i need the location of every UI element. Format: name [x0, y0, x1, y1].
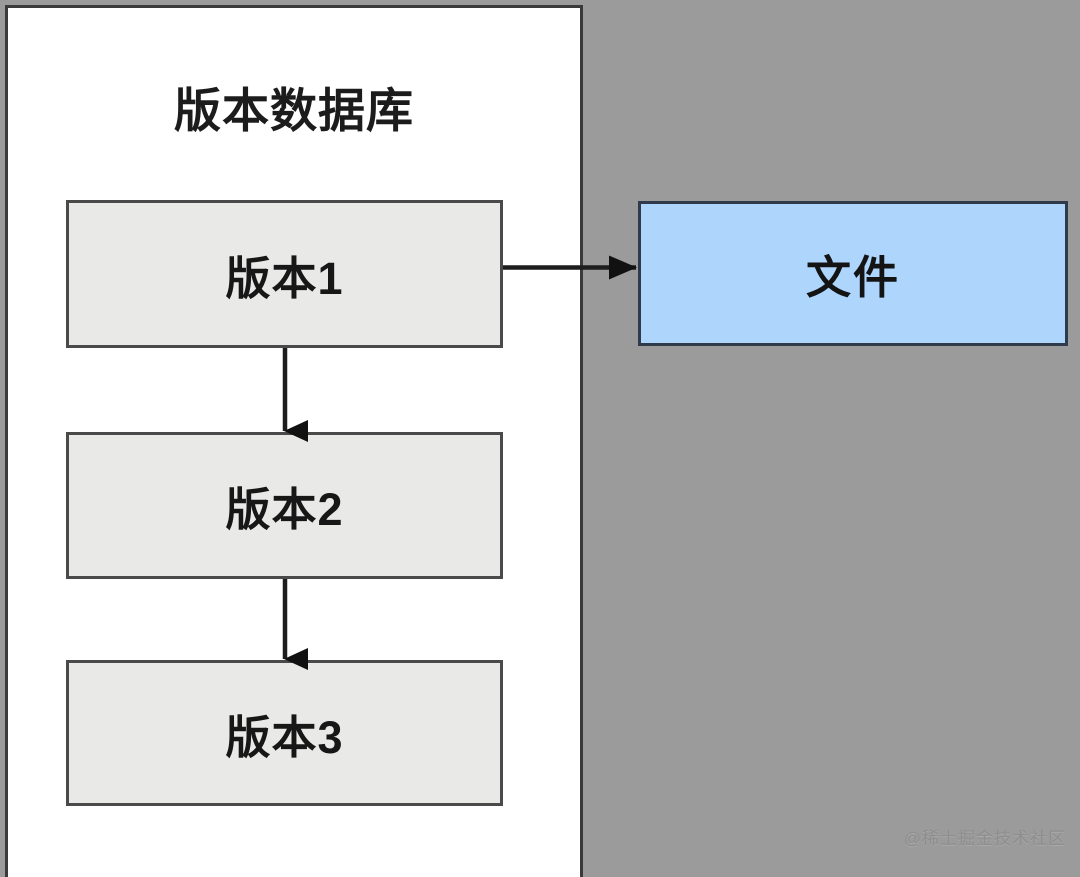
node-file: 文件: [638, 201, 1068, 346]
node-version-2: 版本2: [66, 432, 503, 579]
version-database-title: 版本数据库: [174, 84, 414, 137]
node-version-1: 版本1: [66, 200, 503, 348]
node-version-3: 版本3: [66, 660, 503, 806]
watermark-text: @稀土掘金技术社区: [903, 829, 1066, 848]
